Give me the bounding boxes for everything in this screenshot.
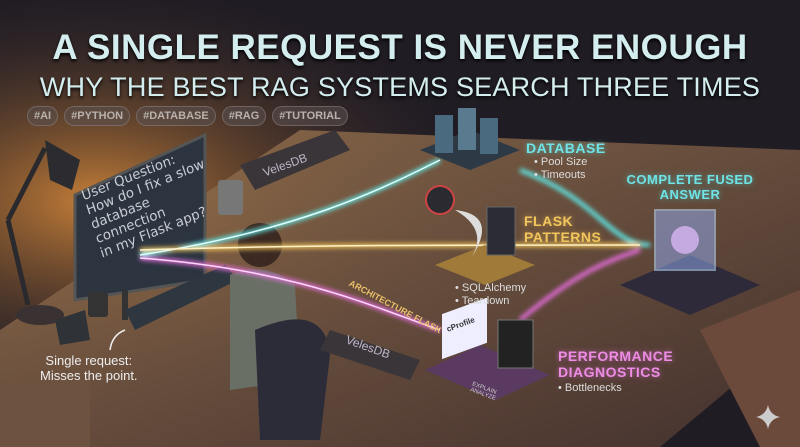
- item-text: SQLAlchemy: [461, 282, 527, 294]
- headline: A SINGLE REQUEST IS NEVER ENOUGH: [52, 28, 748, 67]
- note-line: Single request:: [45, 353, 133, 368]
- flask-title: PATTERNS: [524, 229, 602, 245]
- fused-answer-cube: [620, 209, 760, 315]
- flask-item: • SQLAlchemy: [455, 282, 527, 294]
- performance-source: PERFORMANCE DIAGNOSTICS • Bottlenecks: [558, 348, 673, 395]
- flask-title: FLASK: [524, 213, 574, 229]
- performance-platform: [425, 297, 550, 400]
- note-line: Misses the point.: [40, 368, 138, 383]
- person: [230, 223, 330, 440]
- item-text: Teardown: [461, 295, 510, 307]
- result-title: COMPLETE FUSED: [626, 172, 754, 187]
- single-request-note: Single request: Misses the point.: [40, 353, 138, 383]
- flask-item: • Teardown: [455, 295, 510, 307]
- fused-answer-label: COMPLETE FUSED ANSWER: [610, 172, 770, 202]
- flask-platform: [435, 206, 535, 285]
- flask-items: • SQLAlchemy • Teardown: [455, 282, 526, 308]
- tag: #PYTHON: [64, 106, 131, 126]
- keyboard: [125, 265, 238, 330]
- performance-item: • Bottlenecks: [558, 382, 622, 394]
- result-title: ANSWER: [659, 187, 721, 202]
- item-text: Timeouts: [540, 169, 586, 181]
- tag-list: #AI #PYTHON #DATABASE #RAG #TUTORIAL: [27, 106, 348, 126]
- database-source: DATABASE • Pool Size • Timeouts: [526, 140, 606, 182]
- database-title: DATABASE: [526, 140, 606, 156]
- item-text: Bottlenecks: [564, 382, 622, 394]
- flask-source: FLASK PATTERNS: [524, 213, 601, 245]
- desk-lamp: [5, 140, 80, 325]
- database-item: • Timeouts: [534, 169, 586, 181]
- item-text: Pool Size: [540, 156, 588, 168]
- tag: #AI: [27, 106, 59, 126]
- database-item: • Pool Size: [534, 156, 588, 168]
- gauge-icon: [425, 185, 455, 215]
- database-servers: [420, 108, 520, 170]
- tag: #TUTORIAL: [272, 106, 348, 126]
- tag: #DATABASE: [136, 106, 216, 126]
- performance-title: DIAGNOSTICS: [558, 364, 661, 380]
- tag: #RAG: [221, 106, 267, 126]
- sparkle-icon: [756, 405, 780, 429]
- subheadline: WHY THE BEST RAG SYSTEMS SEARCH THREE TI…: [39, 72, 761, 102]
- performance-title: PERFORMANCE: [558, 348, 674, 364]
